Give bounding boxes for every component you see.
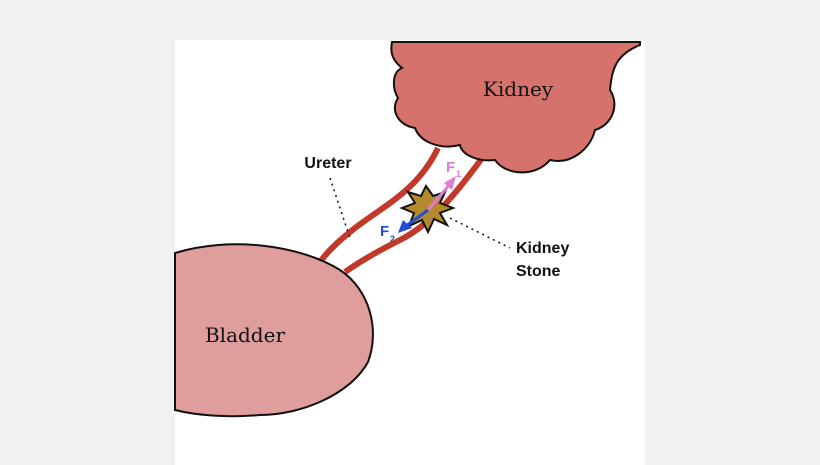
force-f2-arrowhead xyxy=(398,220,412,233)
ureter-wall-right xyxy=(343,148,491,275)
force-f1-label: F xyxy=(446,159,455,176)
ureter-label: Ureter xyxy=(304,155,351,172)
kidney-label: Kidney xyxy=(483,77,554,101)
ureter-leader-line xyxy=(329,177,351,239)
kidney-stone-label-line2: Stone xyxy=(516,263,561,280)
force-f1-subscript: 1 xyxy=(456,169,461,179)
force-f2-label: F xyxy=(380,223,389,240)
bladder-label: Bladder xyxy=(205,323,285,347)
force-f2-arrow xyxy=(405,208,429,228)
kidney-stone-label-line1: Kidney xyxy=(516,240,569,257)
ureter-wall-left xyxy=(317,146,441,264)
ureter-tube xyxy=(315,148,488,274)
kidney-shape xyxy=(390,41,641,174)
force-f1-arrowhead xyxy=(444,176,456,190)
bladder-shape xyxy=(174,243,374,418)
force-f1-arrow xyxy=(426,183,452,211)
force-f2-subscript: 2 xyxy=(390,234,395,244)
stone-leader-line xyxy=(449,217,511,249)
